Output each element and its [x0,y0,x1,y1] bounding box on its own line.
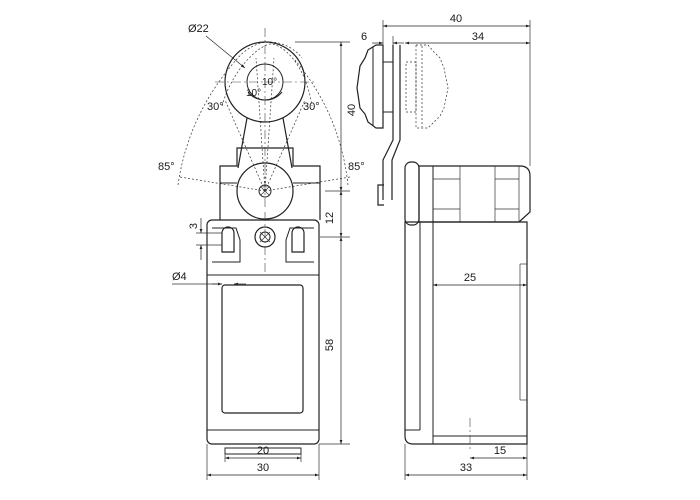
dim-34-label: 34 [472,31,484,43]
head-housing [219,147,321,220]
side-view: 40 6 34 25 15 33 [356,13,531,480]
dim-40-side-label: 40 [450,13,462,25]
dim-3-label: 3 [188,223,200,229]
dim-30-label: 30 [257,462,269,474]
side-lever [382,45,401,200]
hole-diameter-label: Ø4 [172,271,187,283]
angle-85-right-label: 85° [348,161,365,173]
angle-10-left-label: 10° [246,88,261,99]
lever-arm [237,117,293,169]
angle-85-left-label: 85° [158,161,175,173]
mounting-slot-left [221,226,235,253]
swing-arc-85 [177,59,237,186]
cover-window [221,284,304,414]
dim-6-label: 6 [361,31,367,43]
angle-30-left-label: 30° [207,101,224,113]
roller-diameter-label: Ø22 [188,23,209,35]
dim-15-label: 15 [494,445,506,457]
side-head [418,165,531,223]
dim-58-label: 58 [324,339,336,351]
mounting-slot-right [291,226,305,253]
dim-40-front-label: 40 [346,104,358,116]
dim-25-label: 25 [464,272,476,284]
side-lever-hub [404,161,420,226]
side-body [404,221,528,445]
dim-20-label: 20 [257,445,269,457]
side-roller-right [415,44,449,129]
angle-10-right-label: 10° [262,77,277,88]
dim-12-label: 12 [324,212,336,224]
swing-arc-30 [221,43,313,107]
dim-33-label: 33 [460,462,472,474]
front-view: Ø22 10° 10° 30° 30° 85° 85° 40 12 58 3 Ø… [158,23,365,480]
angle-30-right-label: 30° [303,101,320,113]
side-roller-left [356,44,384,129]
switch-body [206,219,320,445]
